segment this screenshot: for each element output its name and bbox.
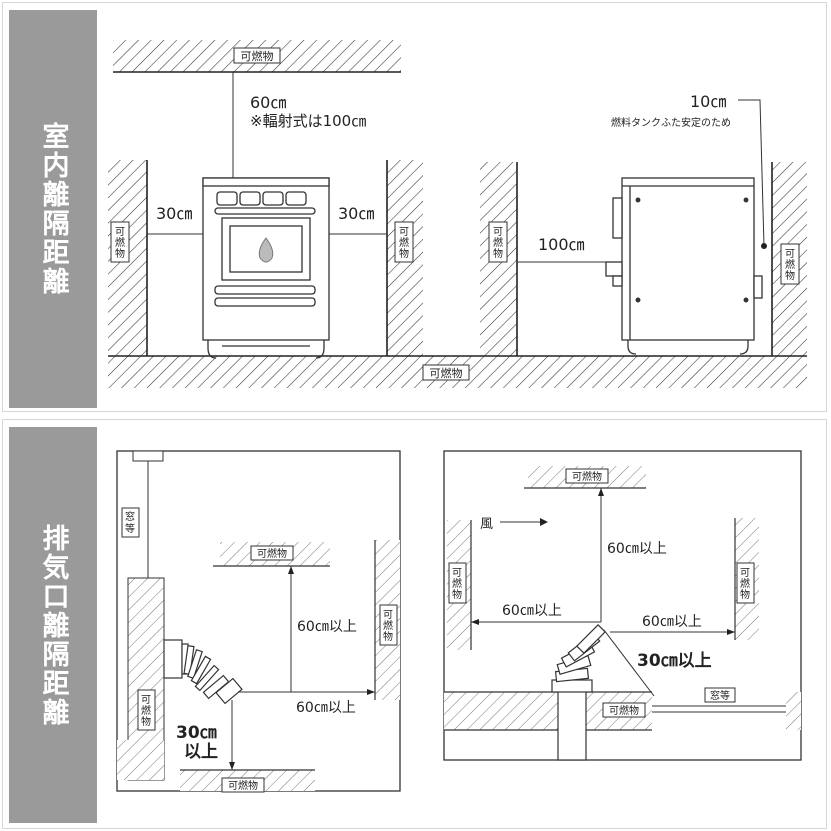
combustible-label-floor: 可燃物 <box>422 364 470 381</box>
top-clearance-label: 60㎝ <box>250 93 286 112</box>
svg-text:可燃物: 可燃物 <box>241 49 274 63</box>
vent-up-clearance: 60㎝以上 <box>297 619 357 635</box>
svg-text:可燃物: 可燃物 <box>430 366 463 380</box>
exhaust-pipe-wall <box>163 639 243 705</box>
wind-label: 風 <box>480 517 493 532</box>
vent-below-clearance-suffix: 以上 <box>184 742 218 762</box>
svg-text:燃: 燃 <box>383 619 393 632</box>
svg-text:燃: 燃 <box>493 236 503 249</box>
svg-text:可: 可 <box>383 610 393 621</box>
vent-below-clearance: 30㎝ <box>176 723 217 743</box>
svg-text:可: 可 <box>141 695 151 706</box>
exhaust-pipe-roof <box>551 624 606 761</box>
section-title-exhaust: 排気口離隔距離 <box>9 427 97 823</box>
svg-text:燃: 燃 <box>452 577 462 590</box>
exhaust-diagram-wall: 窓 等 可 燃 物 可燃物 可 燃 物 可燃物 <box>116 450 401 793</box>
combustible-label-roof-slab: 可燃物 <box>602 702 646 718</box>
svg-text:燃: 燃 <box>141 704 151 717</box>
stove-side-view <box>605 177 763 355</box>
svg-text:可燃物: 可燃物 <box>609 704 639 717</box>
roof-vent-below-clearance: 30㎝以上 <box>637 651 712 671</box>
svg-text:可: 可 <box>452 568 462 579</box>
exhaust-diagram-roof: 可燃物 可 燃 物 可 燃 物 窓等 <box>443 450 802 761</box>
svg-text:物: 物 <box>383 630 393 643</box>
svg-text:可: 可 <box>399 227 409 238</box>
svg-text:物: 物 <box>141 715 151 728</box>
svg-text:可: 可 <box>740 568 750 579</box>
svg-text:物: 物 <box>115 247 125 260</box>
svg-text:燃: 燃 <box>115 236 125 249</box>
rear-clearance-leader <box>738 99 765 247</box>
rear-clearance-point <box>761 243 767 249</box>
rear-clearance-label: 10㎝ <box>690 92 726 111</box>
svg-text:燃: 燃 <box>740 577 750 590</box>
radiant-note: ※輻射式は100㎝ <box>250 112 366 130</box>
combustible-label-side-right: 可 燃 物 <box>780 243 800 285</box>
combustible-label-roof-right: 可 燃 物 <box>736 562 755 604</box>
tank-note: 燃料タンクふた安定のため <box>611 116 731 129</box>
svg-text:可燃物: 可燃物 <box>257 547 287 560</box>
combustible-label-ceiling: 可燃物 <box>233 47 281 64</box>
combustible-label-wall: 可 燃 物 <box>137 689 156 731</box>
left-clearance-label: 30㎝ <box>156 204 192 223</box>
roof-vent-left-clearance: 60㎝以上 <box>502 603 562 619</box>
combustible-label-above: 可燃物 <box>250 545 294 561</box>
window-label-right: 窓等 <box>704 687 736 703</box>
roof-vent-up-clearance: 60㎝以上 <box>607 541 667 557</box>
svg-text:燃: 燃 <box>785 258 795 271</box>
svg-text:可: 可 <box>785 249 795 260</box>
vent-right-clearance: 60㎝以上 <box>296 700 356 716</box>
svg-text:可: 可 <box>115 227 125 238</box>
svg-text:等: 等 <box>125 522 135 535</box>
roof-vent-right-clearance: 60㎝以上 <box>642 614 702 630</box>
combustible-label-below: 可燃物 <box>221 777 265 793</box>
stove-front-view <box>202 177 330 359</box>
combustible-label-left-wall: 可 燃 物 <box>110 221 130 263</box>
svg-text:物: 物 <box>785 269 795 282</box>
svg-text:可: 可 <box>493 227 503 238</box>
section-title-indoor: 室内離隔距離 <box>9 10 97 408</box>
svg-text:燃: 燃 <box>399 236 409 249</box>
front-clearance-label: 100㎝ <box>538 235 585 254</box>
combustible-label-right-wall: 可 燃 物 <box>394 221 414 263</box>
right-clearance-label: 30㎝ <box>338 204 374 223</box>
indoor-diagram: 可燃物 可 燃 物 可 燃 物 可燃物 可 燃 物 可 燃 物 <box>108 40 807 388</box>
svg-text:可燃物: 可燃物 <box>572 470 602 483</box>
svg-text:物: 物 <box>740 588 750 601</box>
combustible-label-right: 可 燃 物 <box>379 604 398 646</box>
flame-icon <box>258 237 274 263</box>
combustible-label-roof-left: 可 燃 物 <box>448 562 467 604</box>
window-label-left: 窓 等 <box>121 507 140 538</box>
svg-text:物: 物 <box>493 247 503 260</box>
svg-text:可燃物: 可燃物 <box>228 779 258 792</box>
svg-text:物: 物 <box>452 588 462 601</box>
combustible-label-side-left: 可 燃 物 <box>488 221 508 263</box>
svg-text:窓等: 窓等 <box>710 689 730 702</box>
svg-text:物: 物 <box>399 247 409 260</box>
combustible-label-roof-above: 可燃物 <box>565 468 609 484</box>
svg-text:窓: 窓 <box>125 510 135 523</box>
